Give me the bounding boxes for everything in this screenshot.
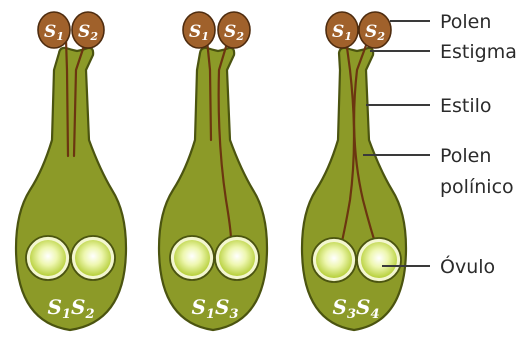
pistil-1-ovule-1 [26, 236, 70, 280]
stigma-label: Estigma [440, 41, 517, 63]
pistil-3: S1 S2 S3S4 [302, 12, 406, 330]
pistil-1-pollen-grain-1: S1 [38, 12, 70, 48]
pistil-1-ovule-2 [71, 236, 115, 280]
pistil-3-body [302, 48, 406, 330]
pistil-1: S1 S2 S1S2 [16, 12, 126, 330]
style-label: Estilo [440, 95, 492, 117]
pistil-1-body [16, 48, 126, 330]
pistil-1-pollen-grain-2: S2 [72, 12, 104, 48]
pistil-2-pollen-grain-1: S1 [183, 12, 215, 48]
pistil-2-pollen-grain-2: S2 [218, 12, 250, 48]
pollen-tube-label-line1: Polen [440, 145, 491, 167]
pistil-2: S1 S2 S1S3 [159, 12, 267, 330]
pistil-3-pollen-grain-2: S2 [359, 12, 391, 48]
pistil-2-ovule-1 [170, 236, 214, 280]
pollen-tube-label-line2: polínico [440, 176, 514, 198]
pistil-2-body [159, 48, 267, 330]
pistil-2-ovule-2 [215, 236, 259, 280]
ovule-label: Óvulo [440, 254, 495, 278]
pistil-3-pollen-grain-1: S1 [326, 12, 358, 48]
pollen-label: Polen [440, 11, 491, 33]
pistil-3-ovule-2 [357, 238, 401, 282]
pistil-3-ovule-1 [312, 238, 356, 282]
